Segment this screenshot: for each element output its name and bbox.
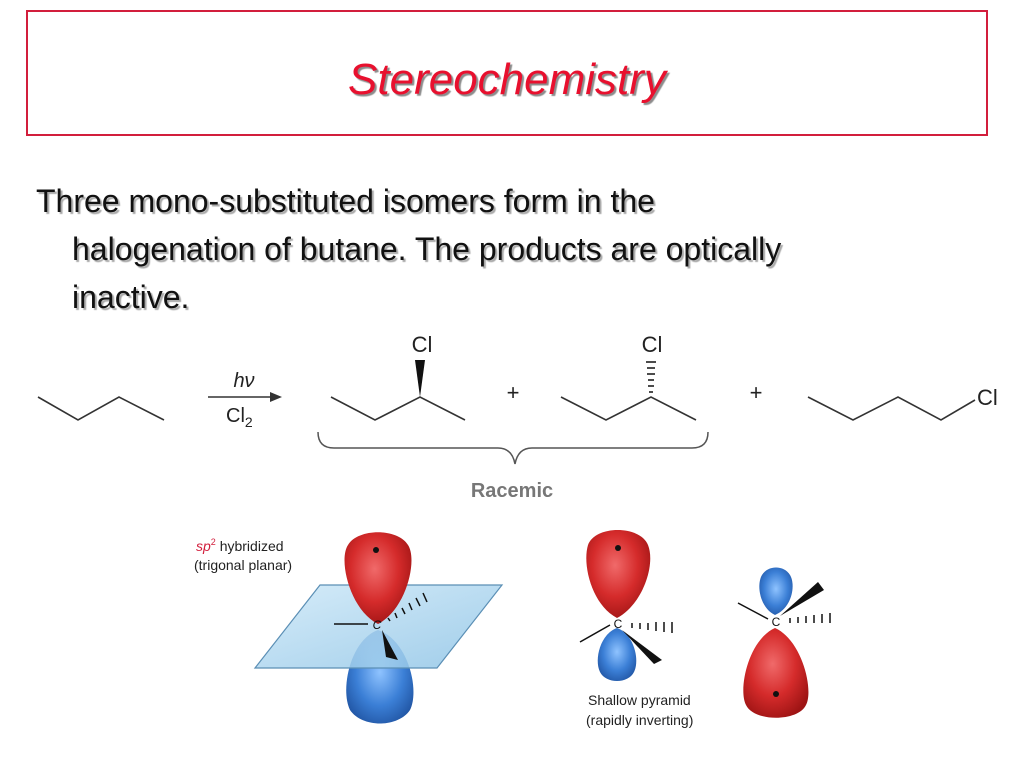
racemic-label: Racemic [471, 480, 553, 502]
carbon-label-3: C [772, 615, 781, 629]
product-2-chlorobutane-wedge: Cl [330, 332, 466, 421]
electron-dot [615, 545, 621, 551]
carbon-label-1: C [373, 618, 382, 632]
sp2-orbital-diagram: C sp2 hybridized (trigonal planar) [194, 532, 504, 724]
cl-label-1: Cl [412, 332, 433, 357]
pyramid-label-1: Shallow pyramid [588, 692, 691, 708]
carbon-label-2: C [614, 617, 623, 631]
pyramid-orbital-2: C [737, 567, 831, 718]
trigonal-planar-label: (trigonal planar) [194, 557, 292, 573]
product-2-chlorobutane-hash: Cl [560, 332, 697, 421]
cl-label-2: Cl [642, 332, 663, 357]
pyramid2-large-lobe [743, 628, 809, 718]
slide-title: Stereochemistry [348, 55, 666, 104]
pyramid1-large-lobe [586, 530, 651, 618]
pyramid-orbital-1: C [579, 530, 673, 681]
plus-sign-2: + [750, 380, 763, 405]
condition-cl2: Cl2 [226, 405, 253, 430]
sp2-label: sp2 hybridized [196, 537, 284, 554]
body-line-1: Three mono-substituted isomers form in t… [36, 183, 655, 219]
hashed-bond [646, 361, 656, 393]
electron-dot [373, 547, 379, 553]
racemic-brace [317, 431, 709, 465]
body-line-3: inactive. [72, 279, 190, 315]
reaction-arrow: hν Cl2 [208, 370, 282, 430]
slide-body: Three mono-substituted isomers form in t… [36, 177, 986, 321]
butane-reactant [37, 396, 165, 421]
electron-dot [773, 691, 779, 697]
pyramid2-small-lobe [759, 567, 793, 615]
title-box: Stereochemistry [26, 10, 988, 136]
product-1-chlorobutane: Cl [807, 385, 998, 421]
p-orbital-upper-lobe [344, 532, 412, 624]
trigonal-plane [253, 584, 504, 669]
condition-hv: hν [233, 370, 254, 392]
cl-label-3: Cl [977, 385, 998, 410]
pyramid-label-2: (rapidly inverting) [586, 712, 693, 728]
body-line-2: halogenation of butane. The products are… [72, 231, 782, 267]
plus-sign-1: + [507, 380, 520, 405]
pyramid1-small-lobe [597, 628, 637, 681]
